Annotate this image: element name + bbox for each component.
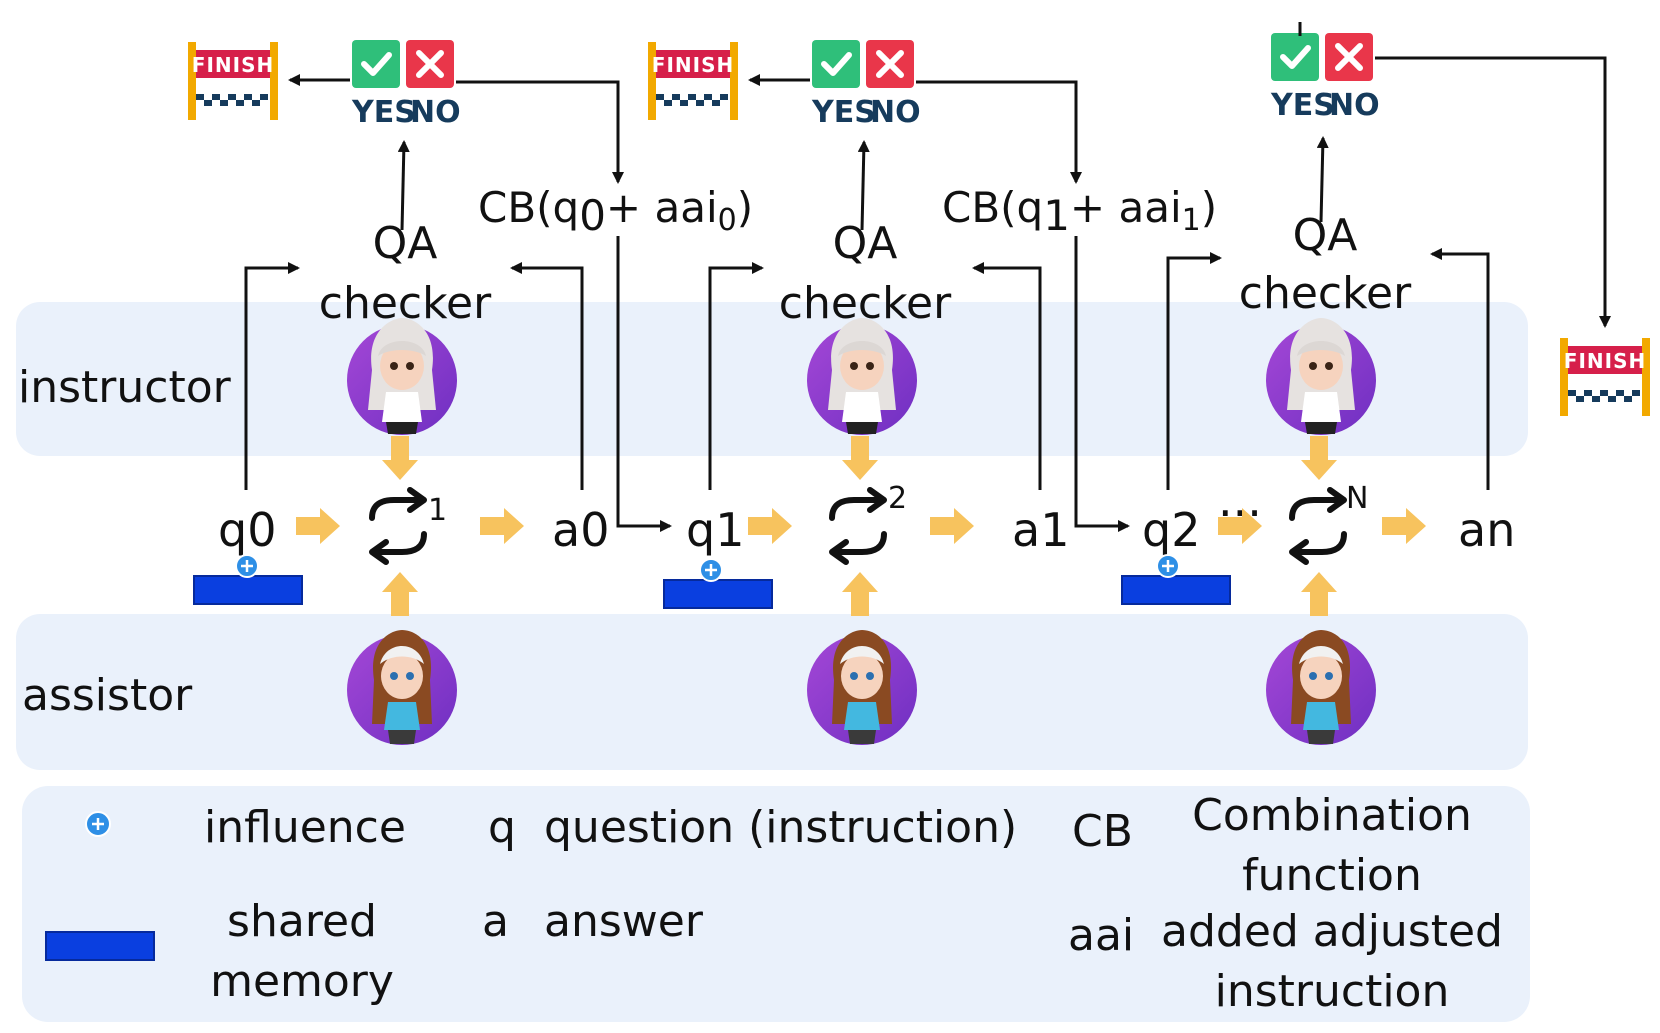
svg-text:QA: QA xyxy=(1293,210,1358,261)
no-label: NO xyxy=(410,95,461,130)
checker2-to-decision xyxy=(857,140,870,231)
node-q2: q2 xyxy=(1142,503,1200,557)
node-a1: a1 xyxy=(1012,503,1069,557)
svg-text:checker: checker xyxy=(319,278,492,329)
svg-text:FINISH: FINISH xyxy=(652,53,734,77)
finish-flag-3: FINISH xyxy=(1560,338,1650,416)
no2-to-cb xyxy=(916,80,1082,184)
legend-shared-memory-swatch xyxy=(45,931,155,961)
assistor-to-loop-3 xyxy=(1301,572,1337,616)
instructor-lane-label: instructor xyxy=(18,362,232,413)
q2-to-checker xyxy=(1166,252,1222,490)
yes-no-1: YES NO xyxy=(351,40,461,130)
a1-to-checker xyxy=(972,262,1042,490)
svg-text:checker: checker xyxy=(779,278,952,329)
connectors xyxy=(244,22,1611,532)
node-q1: q1 xyxy=(686,503,744,557)
legend-aai-symbol: aai xyxy=(1068,910,1134,961)
legend-influence-icon xyxy=(85,811,111,837)
svg-text:QA: QA xyxy=(373,218,438,269)
yes-no-2: YES NO xyxy=(811,40,921,130)
legend-panel xyxy=(22,786,1530,1022)
checker1-to-decision xyxy=(397,140,410,231)
node-q0: q0 xyxy=(218,503,276,557)
checker3-to-decision xyxy=(1316,136,1329,223)
legend-a-symbol: a xyxy=(482,896,509,947)
no3-to-finish xyxy=(1375,56,1611,328)
cb2-to-q2 xyxy=(1074,236,1130,532)
legend-aai-desc-line1: added adjusted xyxy=(1161,906,1503,957)
svg-text:QA: QA xyxy=(833,218,898,269)
no-label: NO xyxy=(1329,88,1380,123)
legend-influence-text: influence xyxy=(204,802,406,853)
loop-icon-2 xyxy=(832,490,884,562)
legend-shared-memory-line2: memory xyxy=(210,956,394,1007)
legend-shared-memory-line1: shared xyxy=(227,896,377,947)
svg-text:FINISH: FINISH xyxy=(192,53,274,77)
flow-arrow-q1-loop2 xyxy=(748,508,792,544)
cb1-to-q1 xyxy=(616,236,672,532)
yes-label: YES xyxy=(811,95,876,130)
finish-flag-2: FINISH xyxy=(648,42,738,120)
loop-sup-3: N xyxy=(1346,481,1368,516)
assistor-to-loop-1 xyxy=(382,572,418,616)
an-to-checker xyxy=(1430,248,1490,490)
legend-cb-symbol: CB xyxy=(1072,806,1133,857)
no-label: NO xyxy=(870,95,921,130)
combination-label-1: CB(q0+ aai0) xyxy=(478,183,753,240)
flow-arrow-q0-loop1 xyxy=(296,508,340,544)
loop-icon-3 xyxy=(1292,490,1344,562)
legend-q-symbol: q xyxy=(488,802,516,853)
no1-to-cb xyxy=(456,80,624,184)
loop-icon-1 xyxy=(372,490,424,562)
loop-sup-1: 1 xyxy=(428,493,447,528)
flow-arrow-loop2-a1 xyxy=(930,508,974,544)
qa-checker-2: QA checker xyxy=(779,218,952,329)
a0-to-checker xyxy=(510,262,584,490)
node-an: an xyxy=(1458,503,1515,557)
loop-sup-2: 2 xyxy=(888,481,907,516)
flow-arrow-loop3-an xyxy=(1382,508,1426,544)
node-a0: a0 xyxy=(552,503,609,557)
legend-aai-desc-line2: instruction xyxy=(1215,966,1450,1017)
shared-memory-2 xyxy=(663,558,773,609)
shared-memory-1 xyxy=(193,554,303,605)
yes-label: YES xyxy=(1270,88,1335,123)
shared-memory-3 xyxy=(1121,554,1231,605)
legend-cb-desc-line1: Combination xyxy=(1192,790,1472,841)
q0-to-checker xyxy=(244,262,300,490)
qa-checker-1: QA checker xyxy=(319,218,492,329)
q1-to-checker xyxy=(708,262,764,490)
flow-arrow-loop1-a0 xyxy=(480,508,524,544)
svg-text:checker: checker xyxy=(1239,268,1412,319)
legend-q-desc: question (instruction) xyxy=(544,802,1017,853)
assistor-to-loop-2 xyxy=(842,572,878,616)
legend-a-desc: answer xyxy=(544,896,704,947)
yes-label: YES xyxy=(351,95,416,130)
assistor-lane-label: assistor xyxy=(22,670,193,721)
combination-label-2: CB(q1+ aai1) xyxy=(942,183,1217,240)
legend: influence shared memory q question (inst… xyxy=(45,790,1503,1017)
legend-cb-desc-line2: function xyxy=(1242,850,1422,901)
yes-no-3: YES NO xyxy=(1270,33,1380,123)
finish-flag-1: FINISH xyxy=(188,42,278,120)
svg-text:FINISH: FINISH xyxy=(1564,349,1646,373)
qa-checker-3: QA checker xyxy=(1239,210,1412,319)
